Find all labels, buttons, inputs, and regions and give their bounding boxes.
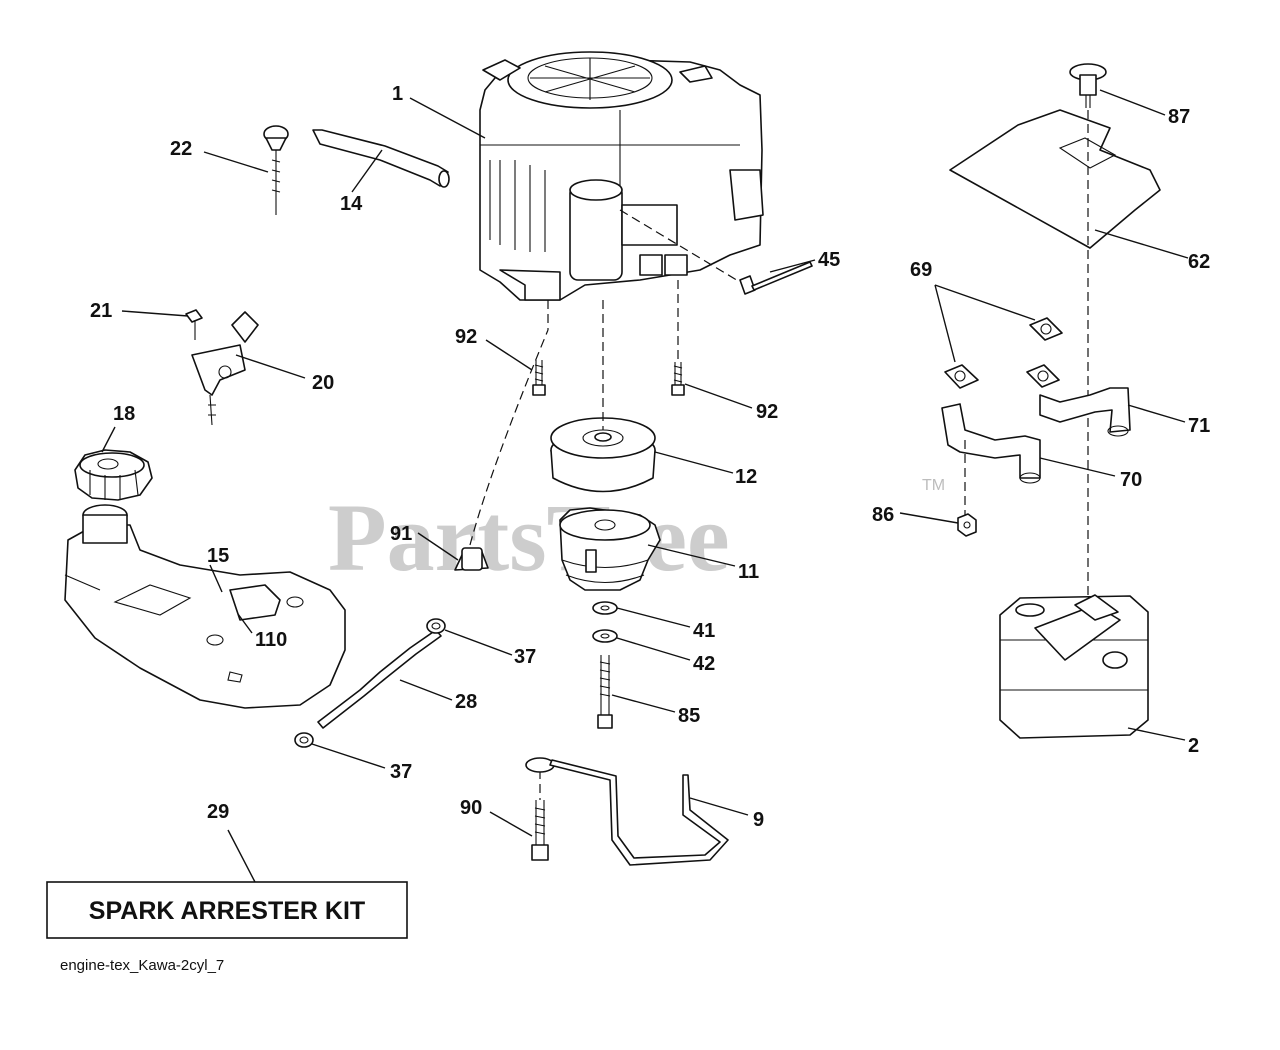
callout-21: 21 bbox=[90, 300, 112, 322]
callout-45: 45 bbox=[818, 249, 840, 271]
callout-20: 20 bbox=[312, 372, 334, 394]
drawing-reference: engine-tex_Kawa-2cyl_7 bbox=[60, 957, 224, 974]
exhaust-pipe-71-part[interactable] bbox=[1039, 387, 1131, 437]
nut-86-part[interactable] bbox=[957, 513, 977, 537]
callout-12: 12 bbox=[735, 466, 757, 488]
callout-91: 91 bbox=[390, 523, 412, 545]
bolt-92a-part[interactable] bbox=[532, 360, 546, 396]
callout-37-top: 37 bbox=[514, 646, 536, 668]
fuel-line-28-part[interactable] bbox=[317, 629, 442, 729]
callout-9: 9 bbox=[753, 809, 764, 831]
watermark-text: PartsTree bbox=[328, 484, 730, 591]
callout-22: 22 bbox=[170, 138, 192, 160]
callout-86: 86 bbox=[872, 504, 894, 526]
heat-shield-62-part[interactable] bbox=[949, 109, 1161, 600]
gasket-69-part[interactable] bbox=[944, 317, 1063, 389]
throttle-control-20-part[interactable] bbox=[191, 311, 259, 426]
bolt-45-part[interactable] bbox=[619, 209, 813, 295]
fuel-tank-15-part[interactable] bbox=[64, 504, 346, 709]
pulley-12-part[interactable] bbox=[550, 300, 656, 493]
callout-90: 90 bbox=[460, 797, 482, 819]
callout-37-bottom: 37 bbox=[390, 761, 412, 783]
bolt-85-part[interactable] bbox=[597, 655, 613, 729]
callout-110: 110 bbox=[255, 629, 287, 651]
leader-lines bbox=[101, 89, 1189, 883]
clamp-37a-part[interactable] bbox=[426, 618, 446, 634]
callout-87: 87 bbox=[1168, 106, 1190, 128]
callout-92-left: 92 bbox=[455, 326, 477, 348]
callout-18: 18 bbox=[113, 403, 135, 425]
screw-21-part[interactable] bbox=[185, 309, 203, 340]
callout-85: 85 bbox=[678, 705, 700, 727]
clamp-37b-part[interactable] bbox=[294, 732, 314, 748]
spark-arrester-kit-label: SPARK ARRESTER KIT bbox=[89, 897, 365, 925]
bracket-rod-9-part[interactable] bbox=[525, 757, 729, 866]
callout-28: 28 bbox=[455, 691, 477, 713]
callout-1: 1 bbox=[392, 83, 403, 105]
washer-41-part[interactable] bbox=[592, 601, 618, 615]
callout-11: 11 bbox=[738, 561, 759, 583]
callout-41: 41 bbox=[693, 620, 715, 642]
hose-part[interactable] bbox=[312, 129, 450, 188]
callout-2: 2 bbox=[1188, 735, 1199, 757]
fuel-cap-18-part[interactable] bbox=[74, 449, 153, 501]
bolt-90-part[interactable] bbox=[531, 770, 549, 861]
dipstick-part[interactable] bbox=[263, 125, 289, 215]
knob-87-part[interactable] bbox=[1069, 63, 1107, 108]
callout-29: 29 bbox=[207, 801, 229, 823]
callout-92-right: 92 bbox=[756, 401, 778, 423]
callout-62: 62 bbox=[1188, 251, 1210, 273]
callout-70: 70 bbox=[1120, 469, 1142, 491]
callout-14: 14 bbox=[340, 193, 363, 215]
clutch-11-part[interactable] bbox=[559, 507, 661, 591]
grommet-91-part[interactable] bbox=[454, 329, 549, 571]
callout-labels: 1 22 14 87 45 62 69 21 20 92 92 71 18 12… bbox=[90, 83, 1210, 831]
callout-69: 69 bbox=[910, 259, 932, 281]
washer-42-part[interactable] bbox=[592, 629, 618, 643]
bolt-92b-part[interactable] bbox=[671, 280, 685, 396]
watermark-trademark: TM bbox=[922, 477, 945, 494]
callout-42: 42 bbox=[693, 653, 715, 675]
callout-71: 71 bbox=[1188, 415, 1210, 437]
exhaust-pipe-70-part[interactable] bbox=[941, 403, 1041, 520]
callout-15: 15 bbox=[207, 545, 229, 567]
spark-arrester-kit-box[interactable]: SPARK ARRESTER KIT bbox=[46, 881, 408, 939]
muffler-2-part[interactable] bbox=[999, 594, 1149, 739]
engine-part[interactable] bbox=[479, 51, 764, 330]
